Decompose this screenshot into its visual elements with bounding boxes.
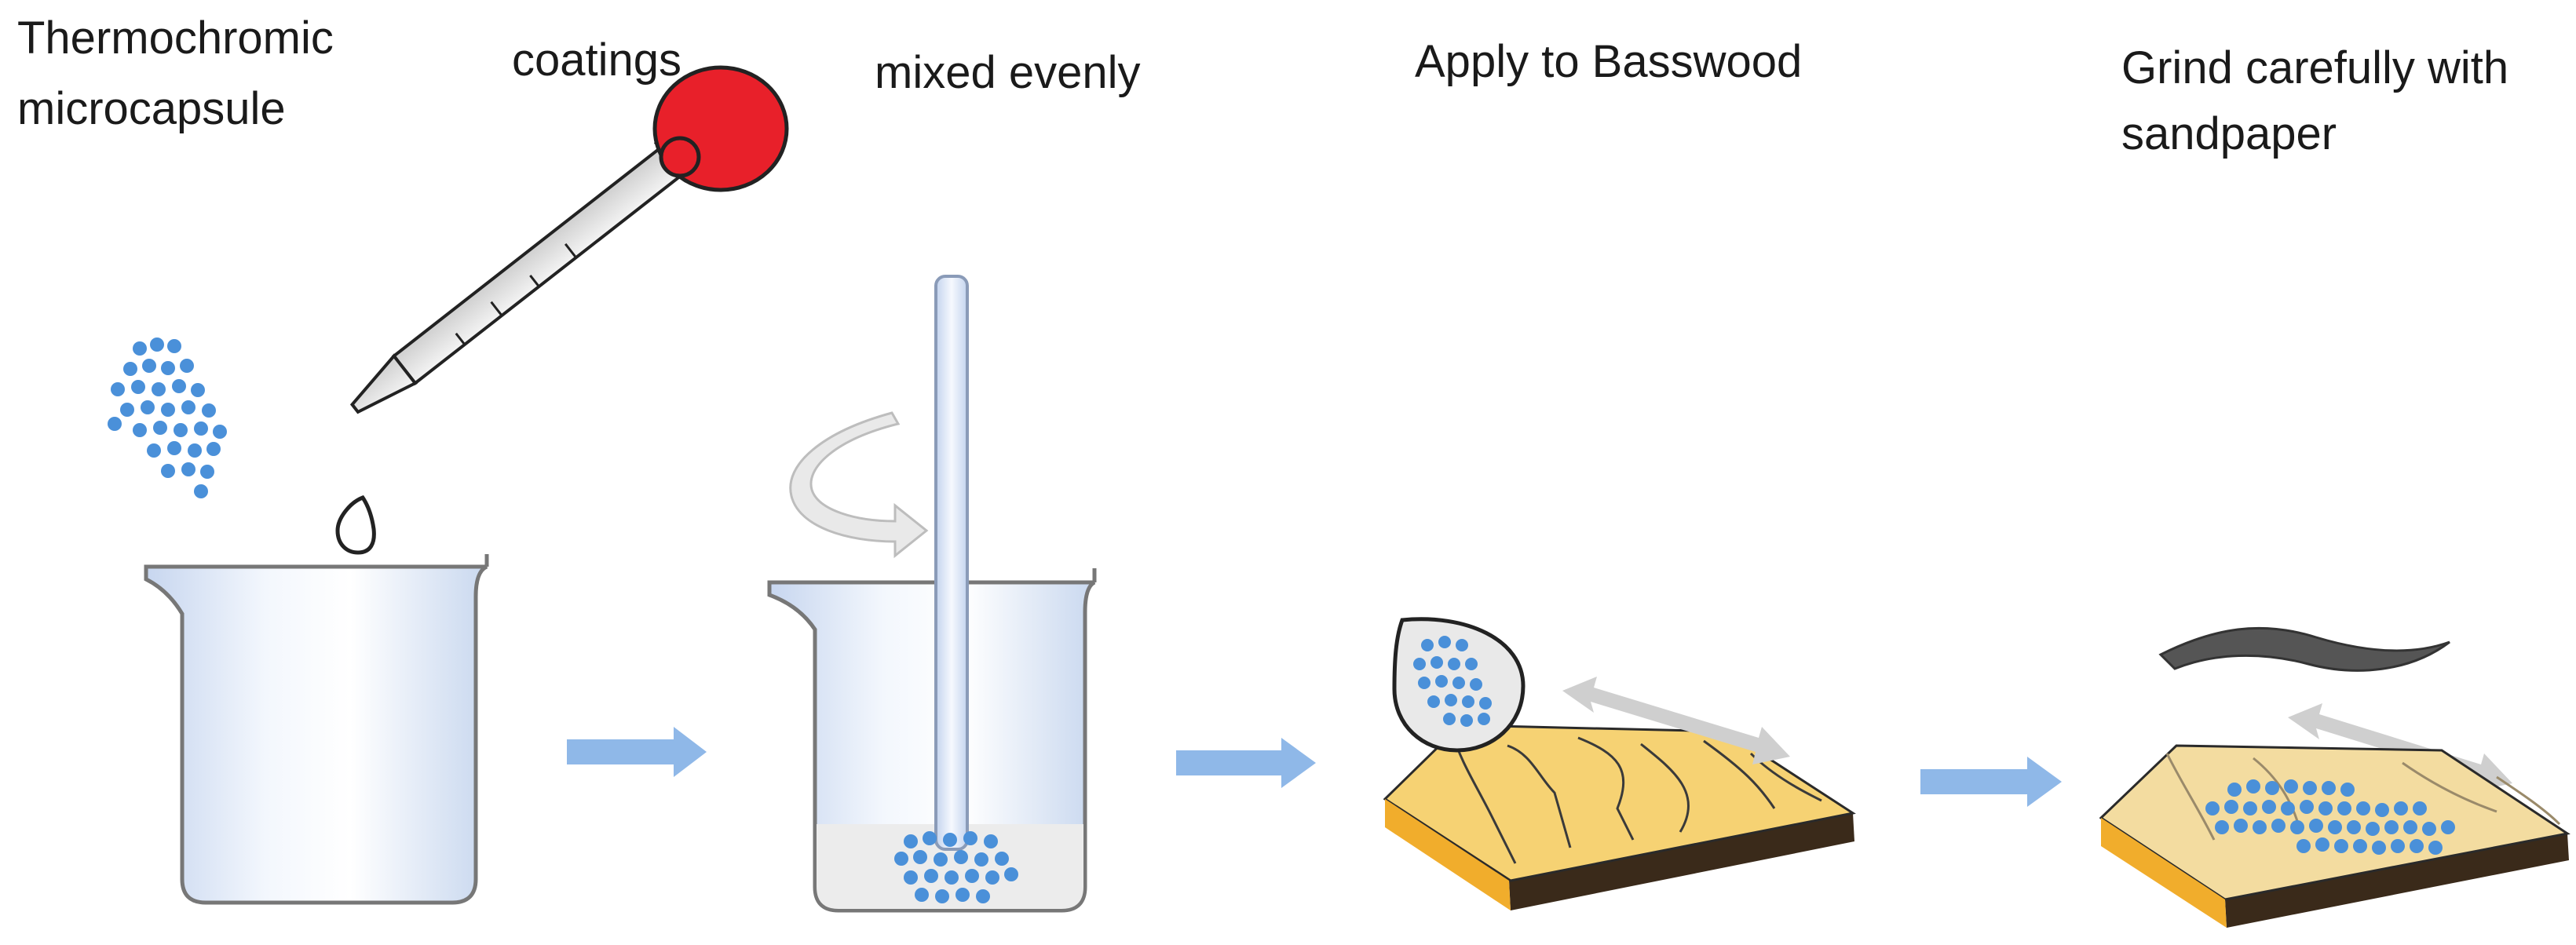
label-grind-line1: Grind carefully with xyxy=(2121,42,2509,93)
beaker-step2 xyxy=(767,568,1097,913)
dropper-icon xyxy=(349,65,789,414)
mixed-microcapsules xyxy=(894,831,1018,903)
double-arrow-step3 xyxy=(1562,677,1790,764)
process-arrow-2 xyxy=(1176,738,1316,788)
label-grind-line2: sandpaper xyxy=(2121,108,2337,159)
microcapsule-cluster xyxy=(108,338,227,498)
coating-droplet xyxy=(335,494,376,555)
stirring-rod xyxy=(934,275,969,851)
sandpaper-sheet xyxy=(2158,626,2450,672)
label-mixed-evenly: mixed evenly xyxy=(875,47,1141,98)
rotation-arrow-icon xyxy=(789,411,929,559)
label-coatings: coatings xyxy=(512,35,682,86)
ground-microcapsules xyxy=(2205,779,2455,855)
basswood-board-step3 xyxy=(1383,724,1856,910)
process-arrow-1 xyxy=(567,727,707,777)
label-thermochromic-line2: microcapsule xyxy=(17,83,286,134)
label-apply-basswood: Apply to Basswood xyxy=(1415,36,1803,87)
coating-drop-with-capsules xyxy=(1392,617,1526,753)
beaker-step1 xyxy=(144,554,489,905)
label-thermochromic-line1: Thermochromic xyxy=(17,13,334,64)
process-arrow-3 xyxy=(1920,757,2062,807)
